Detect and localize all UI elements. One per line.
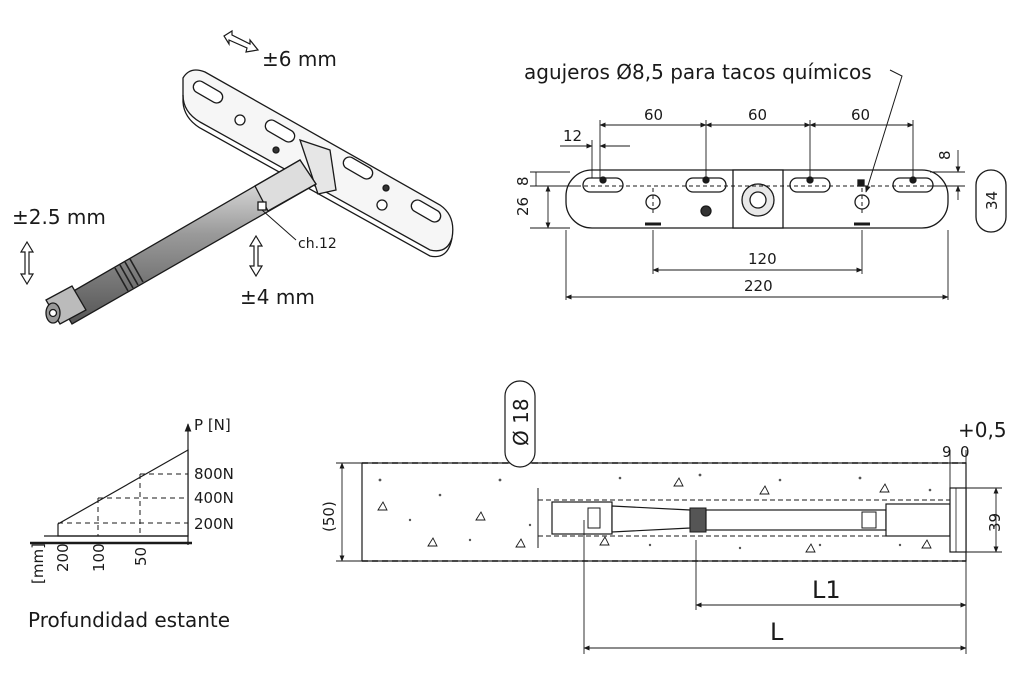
wrench-label: ch.12 xyxy=(298,236,337,252)
load-400: 400N xyxy=(194,489,234,507)
adj-bottom-label: ±4 mm xyxy=(240,285,315,309)
axis-label-p: P [N] xyxy=(194,416,231,434)
adj-top-label: ±6 mm xyxy=(262,47,337,71)
dim-12: 12 xyxy=(563,127,582,145)
tol-label: +0,5 xyxy=(958,418,1007,442)
dia-18: Ø 18 xyxy=(509,398,533,446)
anchor-rod xyxy=(611,505,691,533)
dim-8-right: 8 xyxy=(936,150,954,160)
holes-title: agujeros Ø8,5 para tacos químicos xyxy=(524,60,872,84)
arrow-left-icon xyxy=(19,240,35,286)
plate-section xyxy=(949,487,967,553)
arrow-bottom-icon xyxy=(248,234,264,278)
dim-L: L xyxy=(770,618,784,646)
depth-200: 200 xyxy=(54,543,72,572)
load-chart xyxy=(30,423,192,545)
isometric-view xyxy=(45,69,454,325)
dim-120: 120 xyxy=(748,250,777,268)
load-200: 200N xyxy=(194,515,234,533)
dim-60-b: 60 xyxy=(748,106,767,124)
dim-8-left: 8 xyxy=(514,176,532,186)
dim-34: 34 xyxy=(983,191,1001,210)
depth-100: 100 xyxy=(90,543,108,572)
dim-220: 220 xyxy=(744,277,773,295)
unit-mm: [mm] xyxy=(29,543,47,584)
depth-50: 50 xyxy=(132,547,150,566)
front-view xyxy=(530,69,1007,300)
dim-39: 39 xyxy=(986,513,1004,532)
dim-26: 26 xyxy=(514,197,532,216)
dim-9: 9 xyxy=(942,443,952,461)
chart-caption: Profundidad estante xyxy=(28,608,231,632)
anchor-body xyxy=(551,501,613,535)
load-800: 800N xyxy=(194,465,234,483)
dim-60-c: 60 xyxy=(851,106,870,124)
adjust-arrows xyxy=(19,29,264,286)
section-view xyxy=(336,380,1002,654)
arrow-top-icon xyxy=(223,29,260,53)
dim-0: 0 xyxy=(960,443,970,461)
dim-50: (50) xyxy=(320,501,338,532)
adj-left-label: ±2.5 mm xyxy=(12,205,106,229)
dim-L1: L1 xyxy=(812,576,841,604)
dim-60-a: 60 xyxy=(644,106,663,124)
